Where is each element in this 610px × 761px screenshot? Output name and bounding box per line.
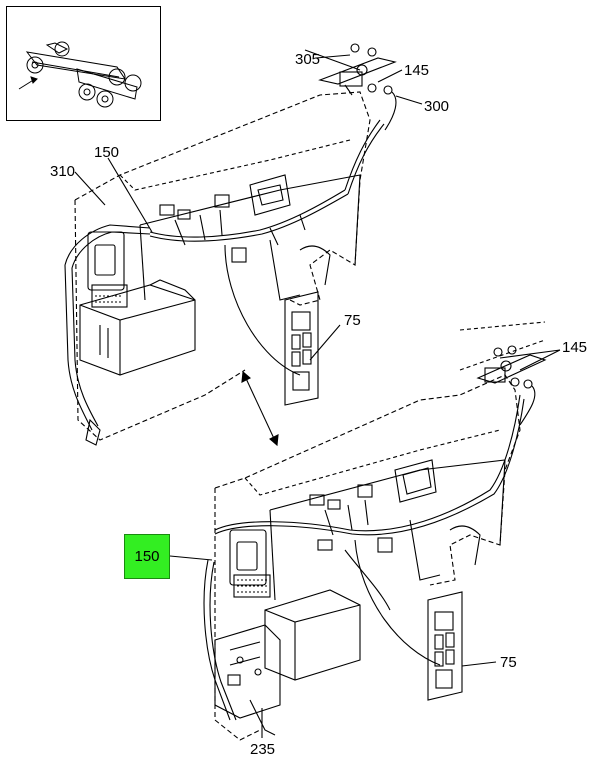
callout-75-top: 75 [344, 312, 361, 329]
callout-145-bottom: 145 [562, 339, 588, 356]
callout-310: 310 [50, 163, 76, 180]
callout-145-top: 145 [404, 62, 430, 79]
locator-inset [6, 6, 161, 121]
callout-75-bottom: 75 [500, 654, 517, 671]
callout-150-highlighted[interactable]: 150 [124, 534, 170, 579]
callout-300: 300 [424, 98, 450, 115]
callout-235: 235 [250, 741, 276, 758]
chassis-thumbnail [18, 41, 142, 108]
callout-305: 305 [295, 51, 321, 68]
callout-150-top: 150 [94, 144, 120, 161]
